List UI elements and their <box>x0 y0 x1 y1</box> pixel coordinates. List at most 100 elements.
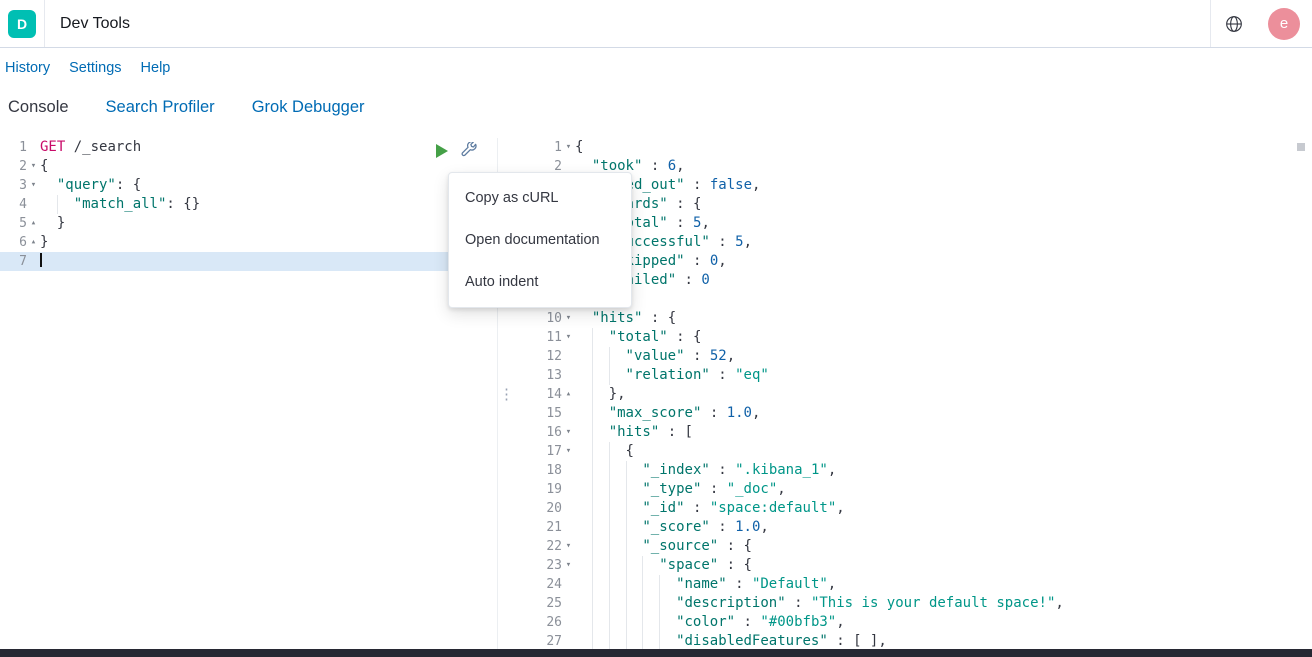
user-menu-button[interactable]: e <box>1256 0 1312 47</box>
code-line[interactable]: 6▴} <box>0 233 497 252</box>
indent-guide <box>575 518 592 537</box>
code-line[interactable]: 15 "max_score" : 1.0, <box>515 404 1312 423</box>
nav-link-help[interactable]: Help <box>140 59 171 76</box>
indent-guide <box>40 214 57 233</box>
code-line[interactable]: 2▾{ <box>0 157 497 176</box>
code-line[interactable]: 22▾ "_source" : { <box>515 537 1312 556</box>
tab-grok-debugger[interactable]: Grok Debugger <box>251 97 365 116</box>
code-line[interactable]: 18 "_index" : ".kibana_1", <box>515 461 1312 480</box>
line-gutter: 12 <box>515 347 575 366</box>
line-gutter: 16▾ <box>515 423 575 442</box>
indent-guide <box>575 366 592 385</box>
code-line[interactable]: 14▴ }, <box>515 385 1312 404</box>
code-token: , <box>718 253 727 269</box>
code-text: } <box>40 214 65 233</box>
code-token: } <box>56 215 66 231</box>
code-line[interactable]: 19 "_type" : "_doc", <box>515 480 1312 499</box>
code-token: : <box>785 595 811 611</box>
code-line[interactable]: 16▾ "hits" : [ <box>515 423 1312 442</box>
line-gutter: 3▾ <box>0 176 40 195</box>
line-number: 15 <box>546 406 562 421</box>
code-line[interactable]: 17▾ { <box>515 442 1312 461</box>
code-token: , <box>827 576 837 592</box>
code-text: { <box>575 442 634 461</box>
code-token: : <box>701 481 727 497</box>
send-request-button[interactable] <box>436 143 452 159</box>
code-line[interactable]: 26 "color" : "#00bfb3", <box>515 613 1312 632</box>
fold-widget[interactable]: ▴ <box>30 237 37 247</box>
code-line[interactable]: 23▾ "space" : { <box>515 556 1312 575</box>
fold-widget[interactable]: ▾ <box>565 446 572 456</box>
response-editor[interactable]: 1▾{2 "took" : 6,3 "timed_out" : false,4 … <box>515 138 1312 649</box>
code-line[interactable]: 9 }, <box>515 290 1312 309</box>
fold-widget[interactable]: ▾ <box>565 560 572 570</box>
request-options-button[interactable] <box>460 141 478 160</box>
code-line[interactable]: 25 "description" : "This is your default… <box>515 594 1312 613</box>
code-line[interactable]: 1▾{ <box>515 138 1312 157</box>
code-line[interactable]: 24 "name" : "Default", <box>515 575 1312 594</box>
code-line[interactable]: 3 "timed_out" : false, <box>515 176 1312 195</box>
indent-guide <box>575 594 592 613</box>
code-line[interactable]: 27 "disabledFeatures" : [ ], <box>515 632 1312 649</box>
code-token: : <box>709 519 736 535</box>
code-line[interactable]: 21 "_score" : 1.0, <box>515 518 1312 537</box>
line-number: 23 <box>546 558 562 573</box>
menu-item-copy-as-curl[interactable]: Copy as cURL <box>465 190 559 206</box>
code-line[interactable]: 4 "_shards" : { <box>515 195 1312 214</box>
line-gutter: 1▾ <box>515 138 575 157</box>
indent-guide <box>609 461 626 480</box>
code-line[interactable]: 4 "match_all": {} <box>0 195 497 214</box>
code-line[interactable]: 11▾ "total" : { <box>515 328 1312 347</box>
code-token: , <box>836 500 845 516</box>
indent-guide <box>592 385 609 404</box>
code-token: : <box>709 234 736 250</box>
indent-guide <box>609 499 626 518</box>
fold-widget[interactable]: ▴ <box>30 218 37 228</box>
fold-widget[interactable]: ▾ <box>565 313 572 323</box>
scrollbar-thumb[interactable] <box>1297 143 1305 151</box>
code-line[interactable]: 12 "value" : 52, <box>515 347 1312 366</box>
indent-guide <box>659 594 676 613</box>
code-token: : <box>667 215 693 231</box>
code-line[interactable]: 10▾ "hits" : { <box>515 309 1312 328</box>
code-token: , <box>752 177 761 193</box>
code-line[interactable]: 5▴ } <box>0 214 497 233</box>
fold-widget[interactable]: ▾ <box>565 142 572 152</box>
fold-widget[interactable]: ▾ <box>565 332 572 342</box>
code-token: "space:default" <box>709 500 837 516</box>
tab-console[interactable]: Console <box>8 97 69 116</box>
indent-guide <box>642 575 659 594</box>
fold-widget[interactable]: ▾ <box>565 427 572 437</box>
line-gutter: 19 <box>515 480 575 499</box>
nav-link-history[interactable]: History <box>5 59 51 76</box>
code-text: "description" : "This is your default sp… <box>575 594 1064 613</box>
menu-item-open-documentation[interactable]: Open documentation <box>465 232 600 248</box>
line-gutter: 26 <box>515 613 575 632</box>
help-button[interactable] <box>1210 0 1256 47</box>
menu-item-auto-indent[interactable]: Auto indent <box>465 274 539 290</box>
pane-divider[interactable]: ⋮ <box>497 138 515 649</box>
fold-widget[interactable]: ▾ <box>30 180 37 190</box>
indent-guide <box>57 195 74 214</box>
tab-search-profiler[interactable]: Search Profiler <box>105 97 215 116</box>
nav-link-settings[interactable]: Settings <box>69 59 122 76</box>
code-line[interactable]: 2 "took" : 6, <box>515 157 1312 176</box>
space-logo-button[interactable]: D <box>0 0 45 47</box>
fold-widget[interactable]: ▾ <box>30 161 37 171</box>
fold-widget[interactable]: ▾ <box>565 541 572 551</box>
code-line[interactable]: 8 "failed" : 0 <box>515 271 1312 290</box>
code-line[interactable]: 5 "total" : 5, <box>515 214 1312 233</box>
code-token: "value" <box>625 348 685 364</box>
code-text: "match_all": {} <box>40 195 200 214</box>
code-line[interactable]: 7 <box>0 252 497 271</box>
code-line[interactable]: 7 "skipped" : 0, <box>515 252 1312 271</box>
fold-widget[interactable]: ▴ <box>565 389 572 399</box>
code-token: "_doc" <box>726 481 778 497</box>
code-line[interactable]: 20 "_id" : "space:default", <box>515 499 1312 518</box>
space-logo: D <box>8 9 36 38</box>
code-line[interactable]: 13 "relation" : "eq" <box>515 366 1312 385</box>
code-line[interactable]: 6 "successful" : 5, <box>515 233 1312 252</box>
code-line[interactable]: 3▾ "query": { <box>0 176 497 195</box>
